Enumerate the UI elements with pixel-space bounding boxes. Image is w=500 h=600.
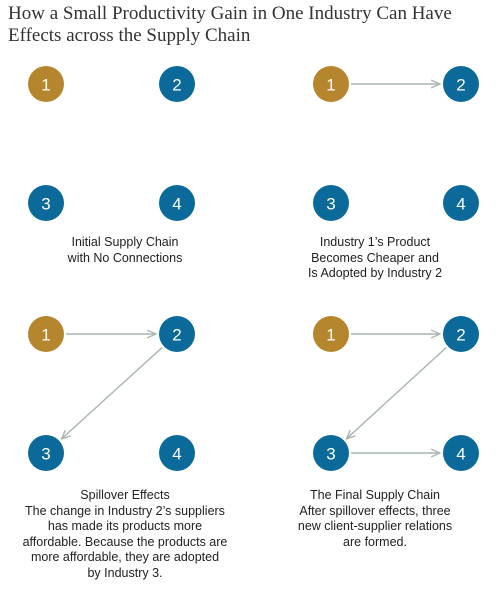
industry-node-label: 4 (172, 195, 181, 214)
industry-node-label: 3 (41, 445, 50, 464)
industry-node-1: 1 (313, 66, 349, 102)
caption-line: new client-supplier relations (297, 519, 453, 533)
caption-line: Is Adopted by Industry 2 (307, 266, 443, 280)
caption-line: Initial Supply Chain (71, 235, 179, 249)
industry-node-circle (313, 66, 349, 102)
panel-graph: 1 2 3 4 (28, 316, 195, 471)
caption-line: by Industry 3. (87, 565, 163, 580)
industry-node-4: 4 (159, 435, 195, 471)
industry-node-label: 3 (41, 195, 50, 214)
diagram-title: How a Small Productivity Gain in One Ind… (8, 3, 452, 46)
industry-node-circle (159, 316, 195, 352)
industry-node-label: 1 (41, 76, 50, 95)
industry-node-2: 2 (159, 66, 195, 102)
industry-node-circle (313, 435, 349, 471)
industry-node-label: 1 (326, 326, 335, 345)
industry-node-circle (159, 435, 195, 471)
caption-line: The Final Supply Chain (310, 488, 440, 502)
arrow-2-to-3 (62, 346, 163, 438)
caption-line: are formed. (343, 534, 407, 549)
panel-caption: Spillover Effects The change in Industry… (0, 488, 250, 581)
caption-line: with No Connections (67, 250, 183, 265)
industry-node-label: 4 (456, 195, 465, 214)
industry-node-label: 4 (172, 445, 181, 464)
industry-node-label: 3 (326, 195, 335, 214)
industry-node-1: 1 (28, 316, 64, 352)
industry-node-circle (443, 185, 479, 221)
industry-node-label: 4 (456, 445, 465, 464)
industry-node-circle (28, 185, 64, 221)
industry-node-circle (28, 316, 64, 352)
industry-node-4: 4 (443, 185, 479, 221)
panel-industry-1-adopted: 1 2 3 4 Industry 1’s Product Becomes Cheape… (250, 60, 500, 350)
industry-node-2: 2 (443, 316, 479, 352)
industry-node-4: 4 (159, 185, 195, 221)
panel-caption: Industry 1’s Product Becomes Cheaper and… (270, 235, 480, 282)
industry-node-circle (159, 66, 195, 102)
industry-node-circle (28, 66, 64, 102)
industry-node-3: 3 (28, 435, 64, 471)
panel-graph: 1 2 3 4 (28, 66, 195, 221)
caption-line: has made its products more (47, 519, 203, 533)
industry-node-2: 2 (159, 316, 195, 352)
industry-node-label: 3 (326, 445, 335, 464)
industry-node-3: 3 (313, 435, 349, 471)
panel-initial-supply-chain: 1 2 3 4 Initial Supply Chain with No Connec… (0, 60, 250, 350)
caption-line: Becomes Cheaper and (311, 250, 439, 265)
industry-node-circle (443, 435, 479, 471)
caption-line: more affordable, they are adopted (30, 550, 220, 564)
industry-node-3: 3 (28, 185, 64, 221)
panel-caption: Initial Supply Chain with No Connections (0, 235, 250, 266)
industry-node-1: 1 (313, 316, 349, 352)
industry-node-label: 2 (172, 326, 181, 345)
industry-node-circle (28, 435, 64, 471)
industry-node-circle (443, 66, 479, 102)
industry-node-3: 3 (313, 185, 349, 221)
panel-caption: The Final Supply Chain After spillover e… (250, 488, 500, 550)
arrow-2-to-3 (346, 346, 447, 439)
caption-line: Spillover Effects (80, 488, 170, 502)
industry-node-circle (159, 185, 195, 221)
industry-node-circle (313, 316, 349, 352)
industry-node-label: 1 (326, 76, 335, 95)
panel-graph: 1 2 3 4 (313, 66, 479, 221)
caption-line: After spillover effects, three (299, 503, 451, 518)
caption-line: affordable. Because the products are (22, 534, 228, 549)
caption-line: Industry 1’s Product (319, 235, 431, 249)
panel-graph: 1 2 3 4 (313, 316, 479, 471)
panel-final-supply-chain: 1 2 3 4 The Final Supply Chain After spillo… (250, 310, 500, 600)
caption-line: The change in Industry 2’s suppliers (25, 503, 225, 518)
industry-node-label: 2 (456, 326, 465, 345)
page: How a Small Productivity Gain in One Ind… (0, 3, 500, 580)
industry-node-2: 2 (443, 66, 479, 102)
industry-node-label: 2 (172, 76, 181, 95)
industry-node-4: 4 (443, 435, 479, 471)
industry-node-label: 1 (41, 326, 50, 345)
panel-spillover-effects: 1 2 3 4 Spillover Effects The change in Ind… (0, 310, 250, 600)
industry-node-circle (313, 185, 349, 221)
industry-node-1: 1 (28, 66, 64, 102)
industry-node-label: 2 (456, 76, 465, 95)
industry-node-circle (443, 316, 479, 352)
